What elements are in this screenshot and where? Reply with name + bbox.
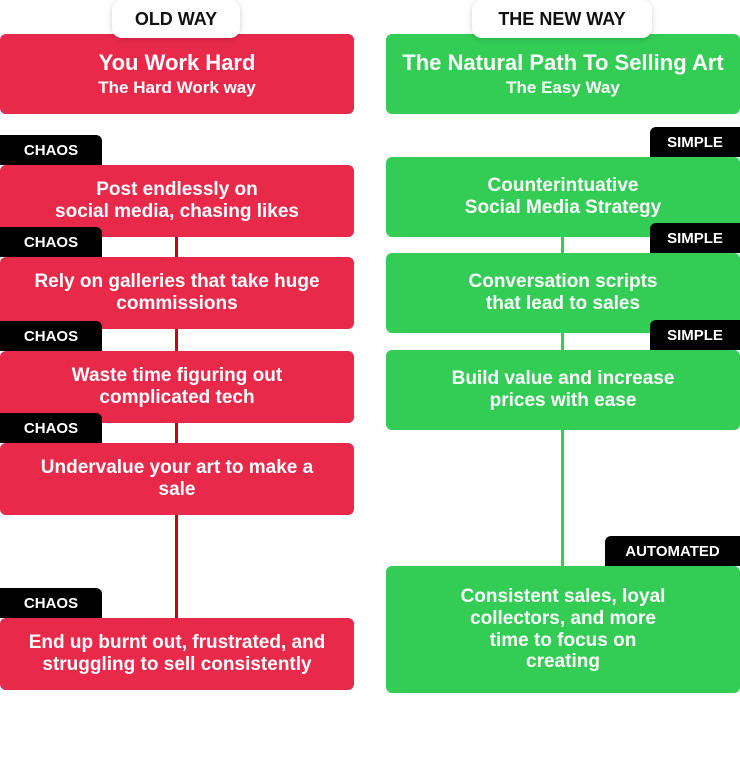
old-way-header-label: OLD WAY [134, 8, 218, 29]
old-step-text: Post endlessly on [96, 179, 258, 201]
old-way-subtitle: The Hard Work way [98, 78, 256, 98]
old-step-box: Waste time figuring out complicated tech [0, 351, 354, 423]
new-step-text: Conversation scripts [468, 271, 658, 293]
chaos-tag: CHAOS [0, 413, 102, 443]
old-connector-line [175, 236, 178, 620]
new-way-subtitle: The Easy Way [506, 78, 620, 98]
old-step-box: Rely on galleries that take huge commiss… [0, 257, 354, 329]
old-step-text: sale [158, 479, 196, 500]
simple-tag: SIMPLE [650, 127, 740, 157]
simple-tag: SIMPLE [650, 320, 740, 350]
new-step-text: Counterintuative [487, 175, 639, 197]
old-step-text: Undervalue your art to make a [40, 457, 314, 479]
old-way-title-box: You Work Hard The Hard Work way [0, 34, 354, 114]
old-way-title: You Work Hard [98, 50, 256, 76]
old-step-text: commissions [116, 293, 238, 314]
new-way-header: THE NEW WAY [472, 0, 652, 38]
automated-tag: AUTOMATED [605, 536, 740, 566]
new-step-box: Build value and increase prices with eas… [386, 350, 740, 430]
new-step-text: Consistent sales, loyal [460, 585, 666, 607]
new-step-text: creating [526, 651, 600, 673]
new-step-text: Social Media Strategy [464, 197, 662, 218]
new-step-text: Build value and increase [451, 368, 675, 390]
chaos-tag: CHAOS [0, 588, 102, 618]
old-step-box: Undervalue your art to make a sale [0, 443, 354, 515]
old-step-text: struggling to sell consistently [42, 654, 312, 675]
new-step-box: Conversation scripts that lead to sales [386, 253, 740, 333]
new-step-text: that lead to sales [485, 293, 641, 314]
new-way-header-label: THE NEW WAY [498, 8, 626, 29]
old-step-text: End up burnt out, frustrated, and [28, 632, 326, 654]
old-step-box: End up burnt out, frustrated, and strugg… [0, 618, 354, 690]
new-step-text: time to focus on [489, 629, 637, 651]
old-way-header: OLD WAY [112, 0, 240, 38]
old-step-text: Waste time figuring out [71, 365, 283, 387]
old-step-box: Post endlessly on social media, chasing … [0, 165, 354, 237]
new-way-title-box: The Natural Path To Selling Art The Easy… [386, 34, 740, 114]
simple-tag: SIMPLE [650, 223, 740, 253]
new-step-box: Consistent sales, loyal collectors, and … [386, 566, 740, 693]
old-step-text: social media, chasing likes [55, 201, 299, 222]
new-step-text: collectors, and more [470, 607, 656, 629]
new-step-text: prices with ease [489, 390, 637, 411]
old-step-text: Rely on galleries that take huge [34, 271, 320, 293]
chaos-tag: CHAOS [0, 135, 102, 165]
chaos-tag: CHAOS [0, 227, 102, 257]
chaos-tag: CHAOS [0, 321, 102, 351]
new-way-title: The Natural Path To Selling Art [402, 50, 724, 76]
old-step-text: complicated tech [99, 387, 255, 408]
